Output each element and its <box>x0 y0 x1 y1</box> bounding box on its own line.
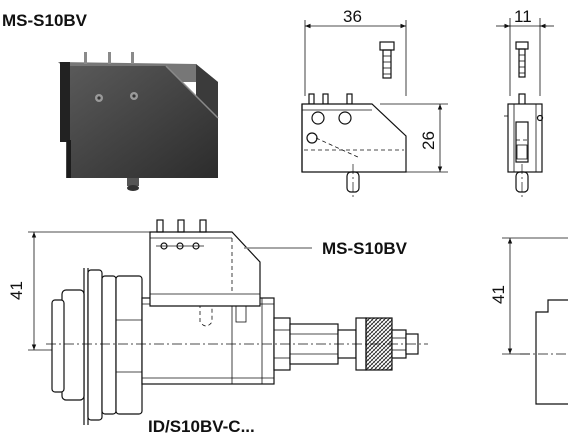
side-view-drawing <box>496 18 554 198</box>
assembly-model-label: ID/S10BV-C... <box>148 417 255 436</box>
product-photo-label: MS-S10BV <box>2 11 88 30</box>
dim-right-height: 41 <box>489 285 508 304</box>
dim-assembly-height: 41 <box>7 281 26 300</box>
product-photo <box>58 52 219 191</box>
right-partial-drawing <box>502 237 568 405</box>
dim-side-width: 11 <box>514 7 532 26</box>
assembly-drawing <box>28 219 428 425</box>
dim-top-height: 26 <box>419 131 438 150</box>
front-view-drawing <box>301 20 448 198</box>
dim-top-width: 36 <box>343 7 362 26</box>
assembly-callout-label: MS-S10BV <box>322 239 408 258</box>
